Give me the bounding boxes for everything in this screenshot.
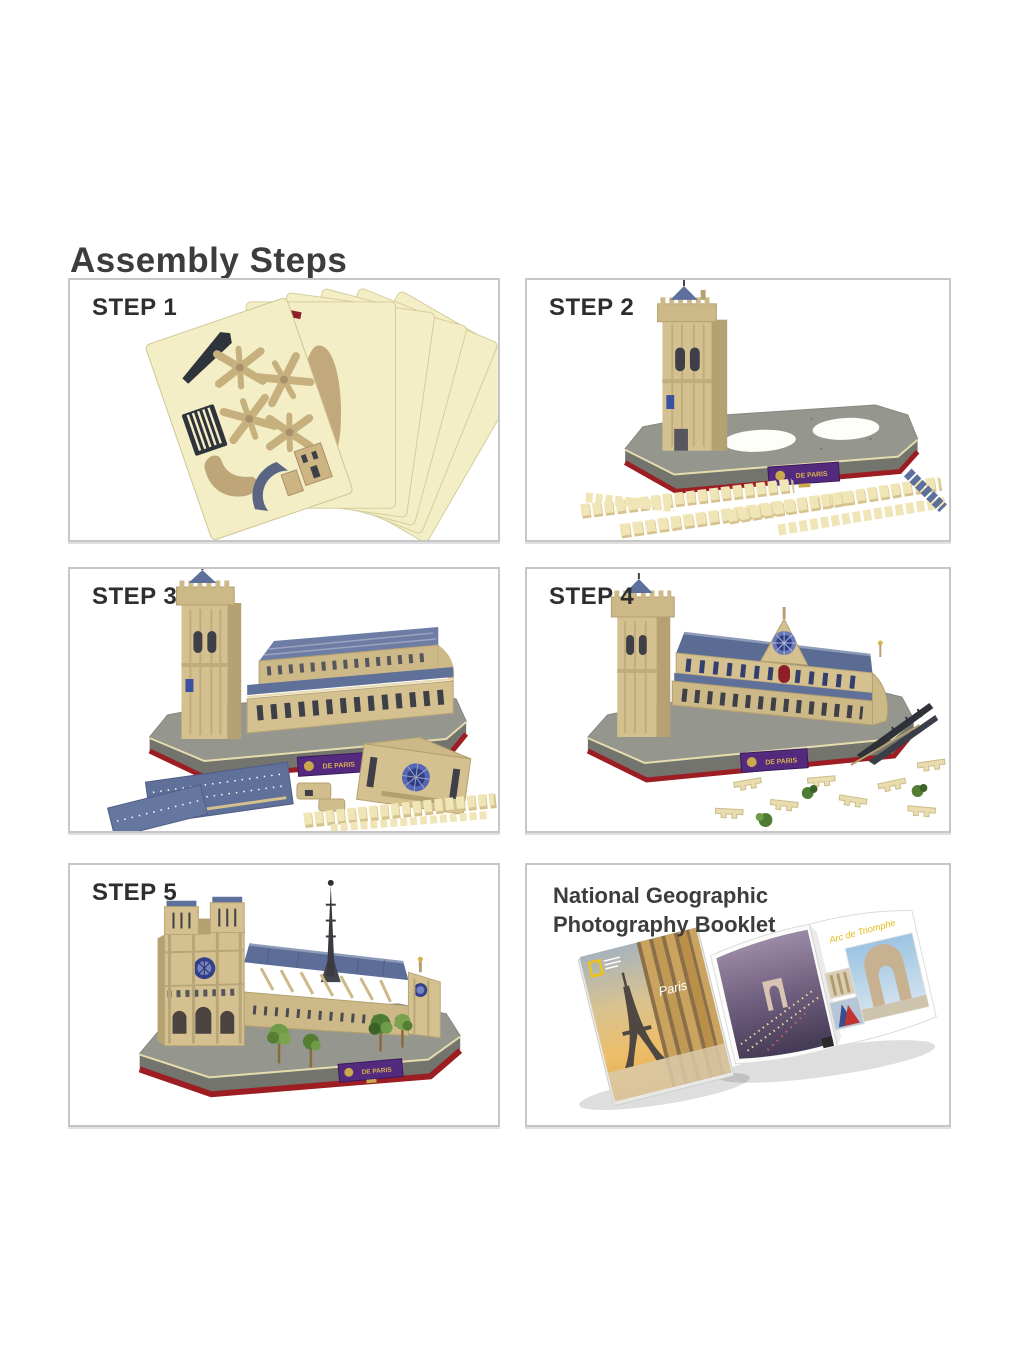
eiffel-tower-silhouette [621,972,666,1069]
booklet-title-line1: National Geographic [553,883,769,908]
photography-booklet-illustration: Paris Arc de Triomphe [577,910,937,1110]
model-nameplate-text: DE PARIS [361,1067,392,1077]
arc-de-triomphe-photo [844,932,930,1023]
natgeo-logo-icon [587,956,621,978]
page-title: Assembly Steps [70,241,348,281]
cannon-piece [182,332,232,384]
model-nameplate: DE PARIS [337,1058,404,1084]
nave-and-spire [243,879,441,1039]
step3-tower-and-nave-illustration: DE PARIS [107,569,497,831]
nave-body [246,627,455,734]
booklet-panel: National Geographic Photography Booklet [525,863,951,1127]
step4-label: STEP 4 [549,583,635,610]
step3-panel: STEP 3 [68,567,500,833]
step1-punch-out-sheets-illustration [145,288,498,540]
model-nameplate-text: DE PARIS [765,757,798,766]
model-nameplate-text: DE PARIS [322,761,355,770]
model-nameplate-text: DE PARIS [796,471,829,480]
step1-label: STEP 1 [92,294,178,321]
facade-piece [280,442,333,497]
champs-elysees-photo [716,929,834,1059]
bell-tower [176,569,242,739]
tree-pieces [755,784,928,827]
booklet-open-spread: Arc de Triomphe [710,910,937,1065]
loose-bracket-pieces [714,758,946,827]
step1-panel: STEP 1 [68,278,500,542]
loose-spire-pieces [850,703,939,766]
small-columns-photo [824,967,856,1000]
page-tab [821,1036,835,1049]
step4-panel: STEP 4 [525,567,951,833]
booklet-title: National Geographic Photography Booklet [553,881,775,939]
step2-label: STEP 2 [549,294,635,321]
west-facade [157,896,245,1047]
model-nameplate: DE PARIS [296,752,367,777]
step2-base-and-tower-illustration: DE PARIS [580,280,947,539]
step5-panel: STEP 5 [68,863,500,1127]
trees [267,1013,413,1068]
step4-cathedral-body-illustration: DE PARIS [586,573,946,827]
step2-panel: STEP 2 DE PA [525,278,951,542]
foam-sheet-front [145,297,353,540]
step5-label: STEP 5 [92,879,178,906]
nave-body [671,631,889,726]
step3-label: STEP 3 [92,583,178,610]
grille-piece [181,404,228,456]
model-nameplate: DE PARIS [767,461,841,488]
loose-cream-strips [580,476,946,539]
loose-facade-piece [356,736,472,815]
bell-tower [610,573,675,737]
curved-tan-piece [204,455,259,497]
booklet-cover: Paris [577,927,735,1106]
curved-blue-piece [252,461,289,512]
colonnade-photo-area [636,927,732,1088]
loose-blue-strip [903,468,947,513]
model-nameplate: DE PARIS [739,748,809,773]
cover-title-text: Paris [657,977,689,999]
loose-tan-pieces [296,782,346,812]
loose-colonnade-strip [303,793,497,831]
transept-gable [759,607,809,683]
bell-tower [657,280,728,451]
booklet-title-line2: Photography Booklet [553,912,776,937]
small-flag-photo [828,995,865,1031]
step5-finished-model-illustration: DE PARIS [138,879,463,1098]
loose-roof-panels [107,761,294,831]
